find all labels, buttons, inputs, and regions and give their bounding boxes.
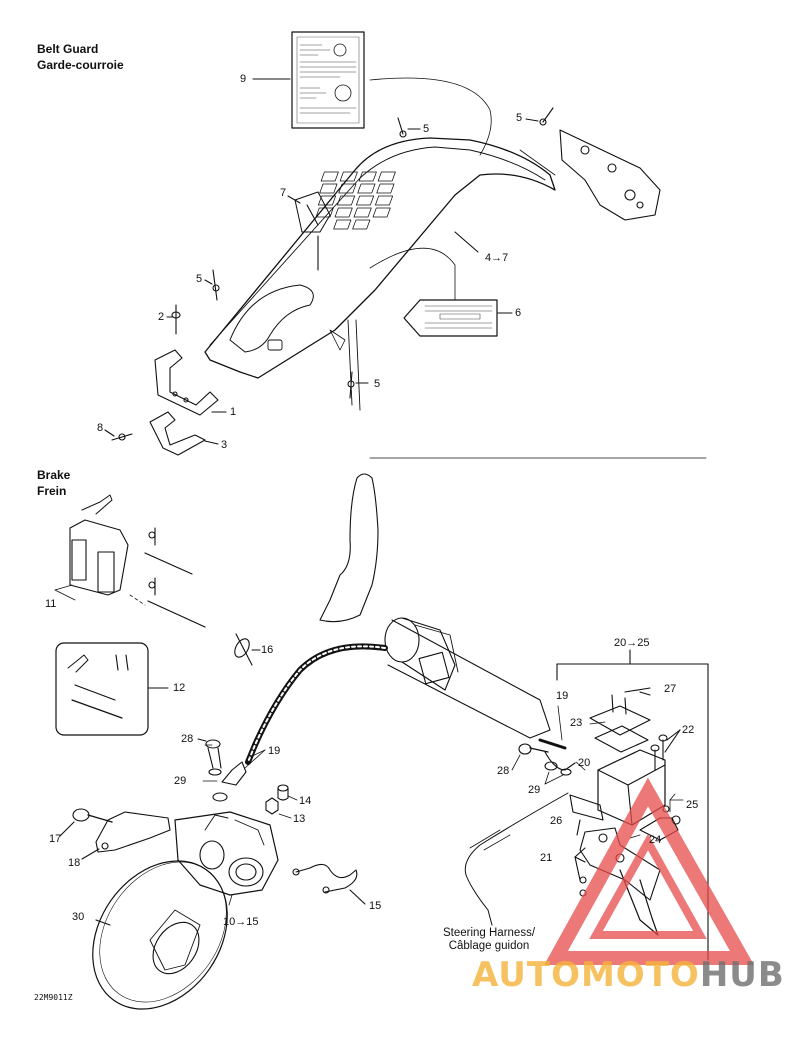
watermark-text-automoto: AUTOMOTO [472, 955, 700, 995]
steering-harness-fr: Câblage guidon [448, 940, 530, 952]
callout-24: 24 [649, 834, 662, 846]
callout-25: 25 [686, 799, 699, 811]
handlebar [319, 473, 551, 739]
rivet-2 [166, 304, 181, 335]
screw-22 [650, 729, 681, 771]
screw-5-d [347, 371, 369, 399]
callout-12: 12 [173, 682, 186, 694]
callout-28-left: 28 [181, 733, 194, 745]
callout-2: 2 [158, 311, 165, 323]
callout-22: 22 [682, 724, 695, 736]
cable-tie-16 [234, 633, 261, 666]
callout-18: 18 [68, 857, 81, 869]
callout-3: 3 [221, 439, 228, 451]
callout-28-right: 28 [497, 765, 510, 777]
callout-20: 20 [578, 757, 591, 769]
brake-title-en: Brake [37, 468, 71, 482]
bleeder-nut-13 [265, 797, 279, 815]
sensor-wire-15 [292, 863, 366, 905]
mount-bracket-upper [519, 129, 661, 221]
steering-harness-en: Steering Harness/ [442, 927, 536, 939]
bracket-1 [154, 349, 227, 416]
callout-19-left: 19 [268, 745, 281, 757]
screw-5-b [525, 107, 554, 126]
bracket-18 [81, 811, 171, 860]
banjo-bolt-28-left [197, 738, 222, 769]
callout-29-left: 29 [174, 775, 187, 787]
reservoir-cover-23 [589, 687, 651, 753]
label-sticker-9 [291, 31, 365, 129]
belt-guard-body [204, 137, 556, 411]
callout-7: 7 [280, 187, 287, 199]
steering-harness-caption: Steering Harness/ Câblage guidon [424, 927, 554, 953]
callout-8: 8 [97, 422, 104, 434]
clip-7 [287, 191, 331, 271]
callout-5-c: 5 [196, 273, 203, 285]
bracket-3 [149, 411, 219, 456]
callout-17: 17 [49, 833, 62, 845]
callout-15: 15 [369, 900, 382, 912]
callout-9: 9 [240, 73, 247, 85]
screw-8 [104, 429, 133, 441]
callout-14: 14 [299, 795, 312, 807]
callout-4-7: 4→7 [485, 252, 509, 264]
callout-26: 26 [550, 815, 563, 827]
belt-guard-title-en: Belt Guard [37, 42, 99, 56]
brake-disc-30 [92, 860, 228, 1010]
bleeder-cap-14 [277, 784, 289, 801]
caliper [174, 811, 279, 896]
drawing-code: 22M9011Z [34, 993, 73, 1002]
kit-12 [55, 642, 169, 736]
master-cylinder [569, 749, 666, 826]
brake-title: Brake Frein [37, 467, 70, 499]
callout-20-25: 20→25 [614, 637, 650, 649]
callout-5-a: 5 [423, 123, 430, 135]
brake-title-fr: Frein [37, 484, 67, 498]
callout-27: 27 [664, 683, 677, 695]
callout-30: 30 [72, 911, 85, 923]
callout-5-d: 5 [374, 378, 381, 390]
screw-5-a [397, 117, 421, 138]
callout-6: 6 [515, 307, 522, 319]
callout-5-b: 5 [516, 112, 523, 124]
screw-5-c [204, 269, 220, 301]
watermark-text: AUTOMOTOHUB [472, 955, 785, 995]
callout-13: 13 [293, 813, 306, 825]
banjo-bolt-28-right [518, 738, 576, 776]
callout-19-right: 19 [556, 690, 569, 702]
callout-11: 11 [45, 598, 57, 610]
bolt-17 [59, 808, 113, 837]
callout-23: 23 [570, 717, 583, 729]
leader-9-arc [369, 77, 492, 156]
callout-16: 16 [261, 644, 274, 656]
callout-10-15: 10→15 [223, 916, 259, 928]
steering-harness-wire [464, 792, 569, 926]
callout-1: 1 [230, 406, 237, 418]
callout-21: 21 [540, 852, 553, 864]
brake-leaders [202, 705, 684, 906]
warning-decal-6 [403, 299, 513, 337]
handlebar-grip [384, 617, 459, 691]
callout-29-right: 29 [528, 784, 541, 796]
leader-4-7 [454, 231, 479, 253]
belt-guard-title: Belt Guard Garde-courroie [37, 41, 124, 73]
watermark-logo [544, 777, 755, 965]
belt-guard-title-fr: Garde-courroie [37, 58, 124, 72]
watermark-text-hub: HUB [699, 955, 785, 995]
kit-11 [54, 494, 206, 628]
washer-29-left [208, 761, 247, 802]
leader-6-arc [369, 247, 456, 301]
